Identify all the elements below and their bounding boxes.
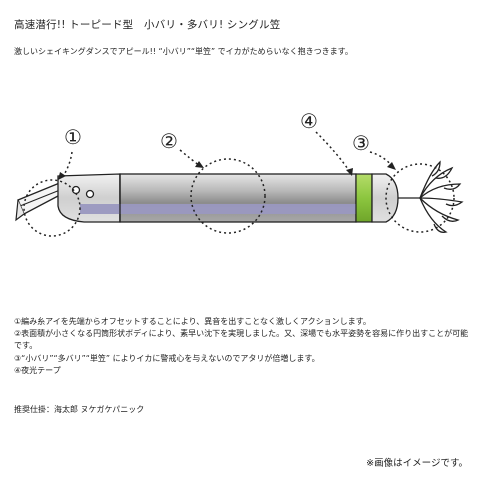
callout-4: ④ [300,110,318,133]
feature-item: ③“小バリ”“多バリ”“単笠” によりイカに警戒心を与えないのでアタリが倍増しま… [14,353,320,363]
glow-tape [355,173,373,223]
cylinder-body [119,173,357,223]
callout-ring-3 [385,163,455,233]
feature-list: ①編み糸アイを先端からオフセットすることにより、異音を出すことなく激しくアクショ… [14,316,470,377]
callout-1: ① [64,125,82,149]
page-title: 高速潜行!! トーピード型 小バリ・多バリ! シングル笠 [14,19,281,31]
feature-item: ④夜光テープ [14,365,61,375]
body-stripe [80,204,356,214]
sinker-lip [15,180,63,222]
product-figure: ① ② ③ ④ [0,110,480,260]
recommended-rig: 推奨仕掛：海太郎 ヌケガケパニック [14,405,145,414]
callout-2: ② [160,129,178,153]
callout-ring-1 [23,179,81,237]
lead-text: 激しいシェイキングダンスでアピール!! “小バリ”“単笠” でイカがためらいなく… [14,47,353,56]
line-eye-icon [85,189,95,199]
tail-cap [371,173,399,223]
image-note: ※画像はイメージです。 [366,458,468,469]
feature-item: ①編み糸アイを先端からオフセットすることにより、異音を出すことなく激しくアクショ… [14,317,371,326]
callout-ring-2 [190,158,266,234]
squid-jig-illustration: ① ② ③ ④ [15,110,464,237]
feature-item: ②表面積が小さくなる円筒形状ボディにより、素早い沈下を実現しました。又、深場でも… [14,329,469,351]
callout-3: ③ [352,131,370,155]
umbrella-hook-icon [398,160,464,233]
